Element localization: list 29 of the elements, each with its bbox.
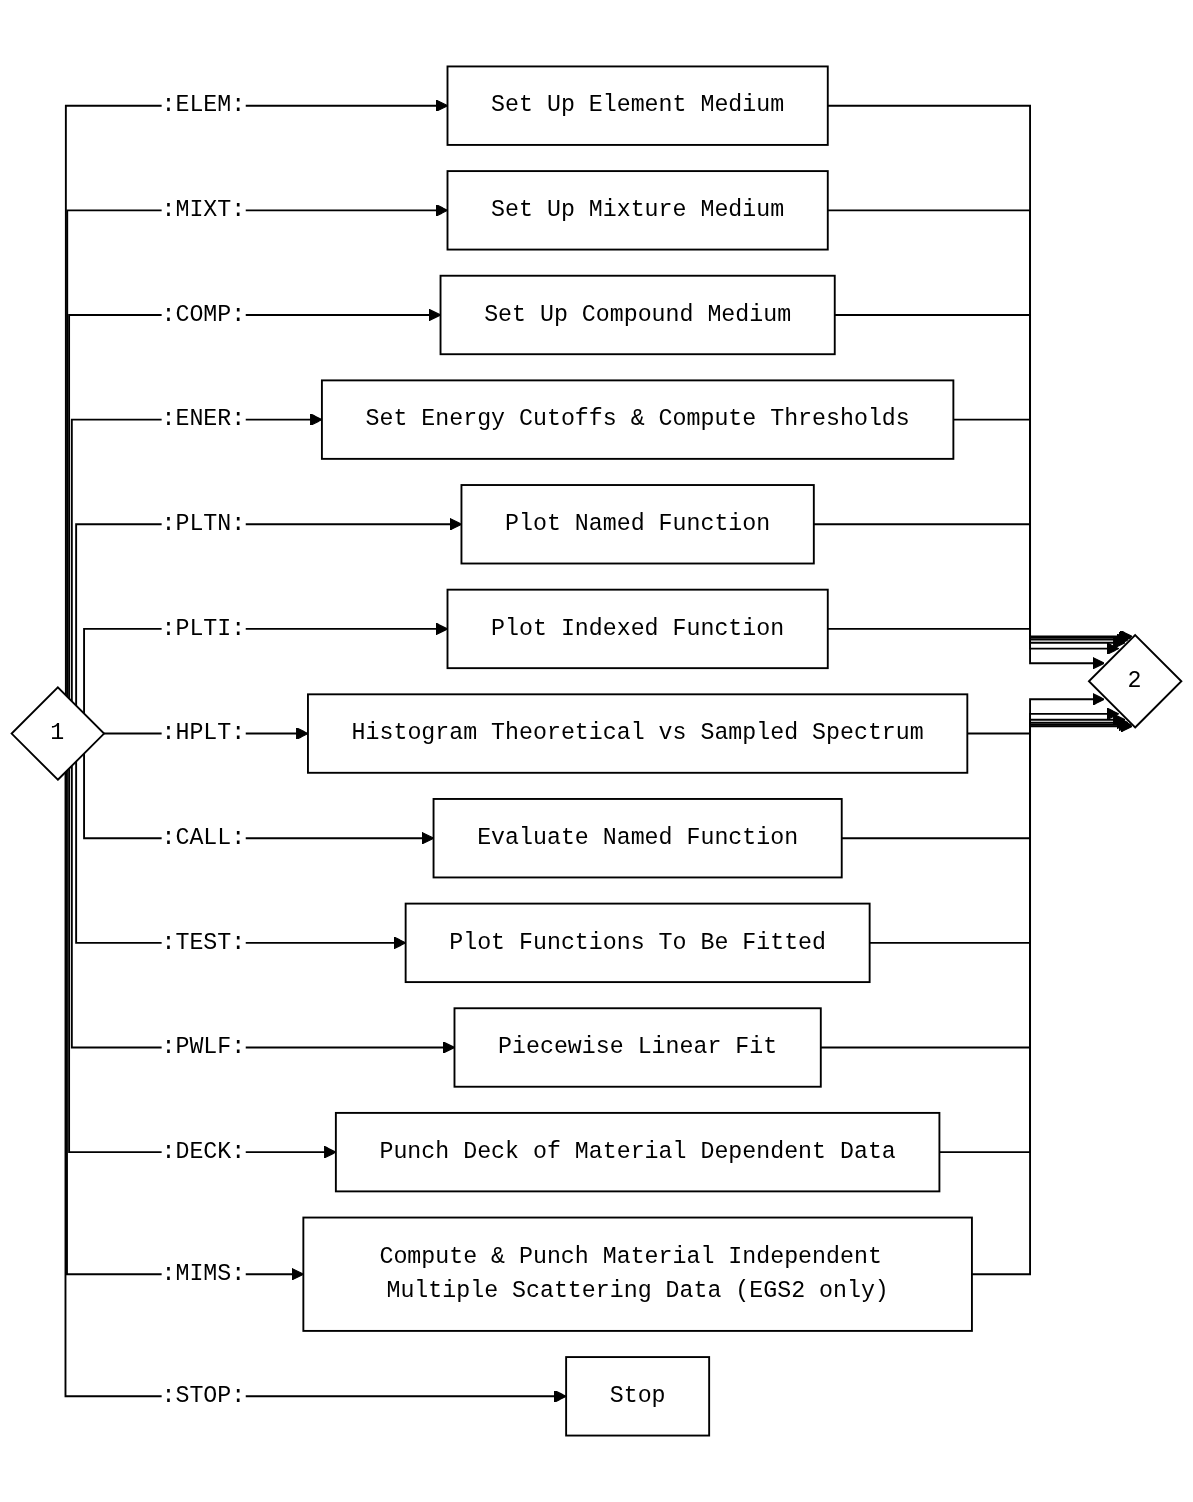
node-box: Set Up Element Medium (446, 65, 829, 146)
edge-label: :MIXT: (161, 197, 246, 224)
node-box: Set Up Mixture Medium (446, 170, 829, 251)
edge-label: :STOP: (161, 1383, 246, 1410)
node-box: Punch Deck of Material Dependent Data (334, 1111, 941, 1193)
edge-label: :MIMS: (161, 1261, 246, 1288)
edge-label: :HPLT: (161, 720, 246, 747)
node-box: Histogram Theoretical vs Sampled Spectrum (307, 693, 969, 774)
node-box: Plot Indexed Function (446, 588, 829, 670)
arrow (64, 770, 567, 1403)
edge-label: :CALL: (161, 825, 246, 852)
node-box: Set Up Compound Medium (439, 274, 836, 356)
node-box: Stop (565, 1356, 711, 1437)
edge-label: :PLTI: (161, 615, 246, 642)
node-box: Plot Functions To Be Fitted (404, 902, 871, 984)
edge-label: :TEST: (161, 929, 246, 956)
node-box: Set Energy Cutoffs & Compute Thresholds (320, 379, 955, 460)
node-box: Evaluate Named Function (432, 798, 843, 879)
node-box: Piecewise Linear Fit (453, 1007, 822, 1088)
edge-label: :ELEM: (161, 92, 246, 119)
edge-label: :ENER: (161, 406, 246, 433)
edge-label: :COMP: (161, 301, 246, 329)
edge-label: :DECK: (161, 1139, 246, 1166)
edge-label: :PWLF: (161, 1034, 246, 1061)
edge-label: :PLTN: (161, 511, 246, 538)
node-diamond: 1 (10, 686, 106, 782)
node-box: Compute & Punch Material Independent Multiple Scattering Data (EGS2 only) (302, 1216, 973, 1332)
node-diamond: 2 (1087, 633, 1183, 729)
node-box: Plot Named Function (460, 484, 815, 565)
